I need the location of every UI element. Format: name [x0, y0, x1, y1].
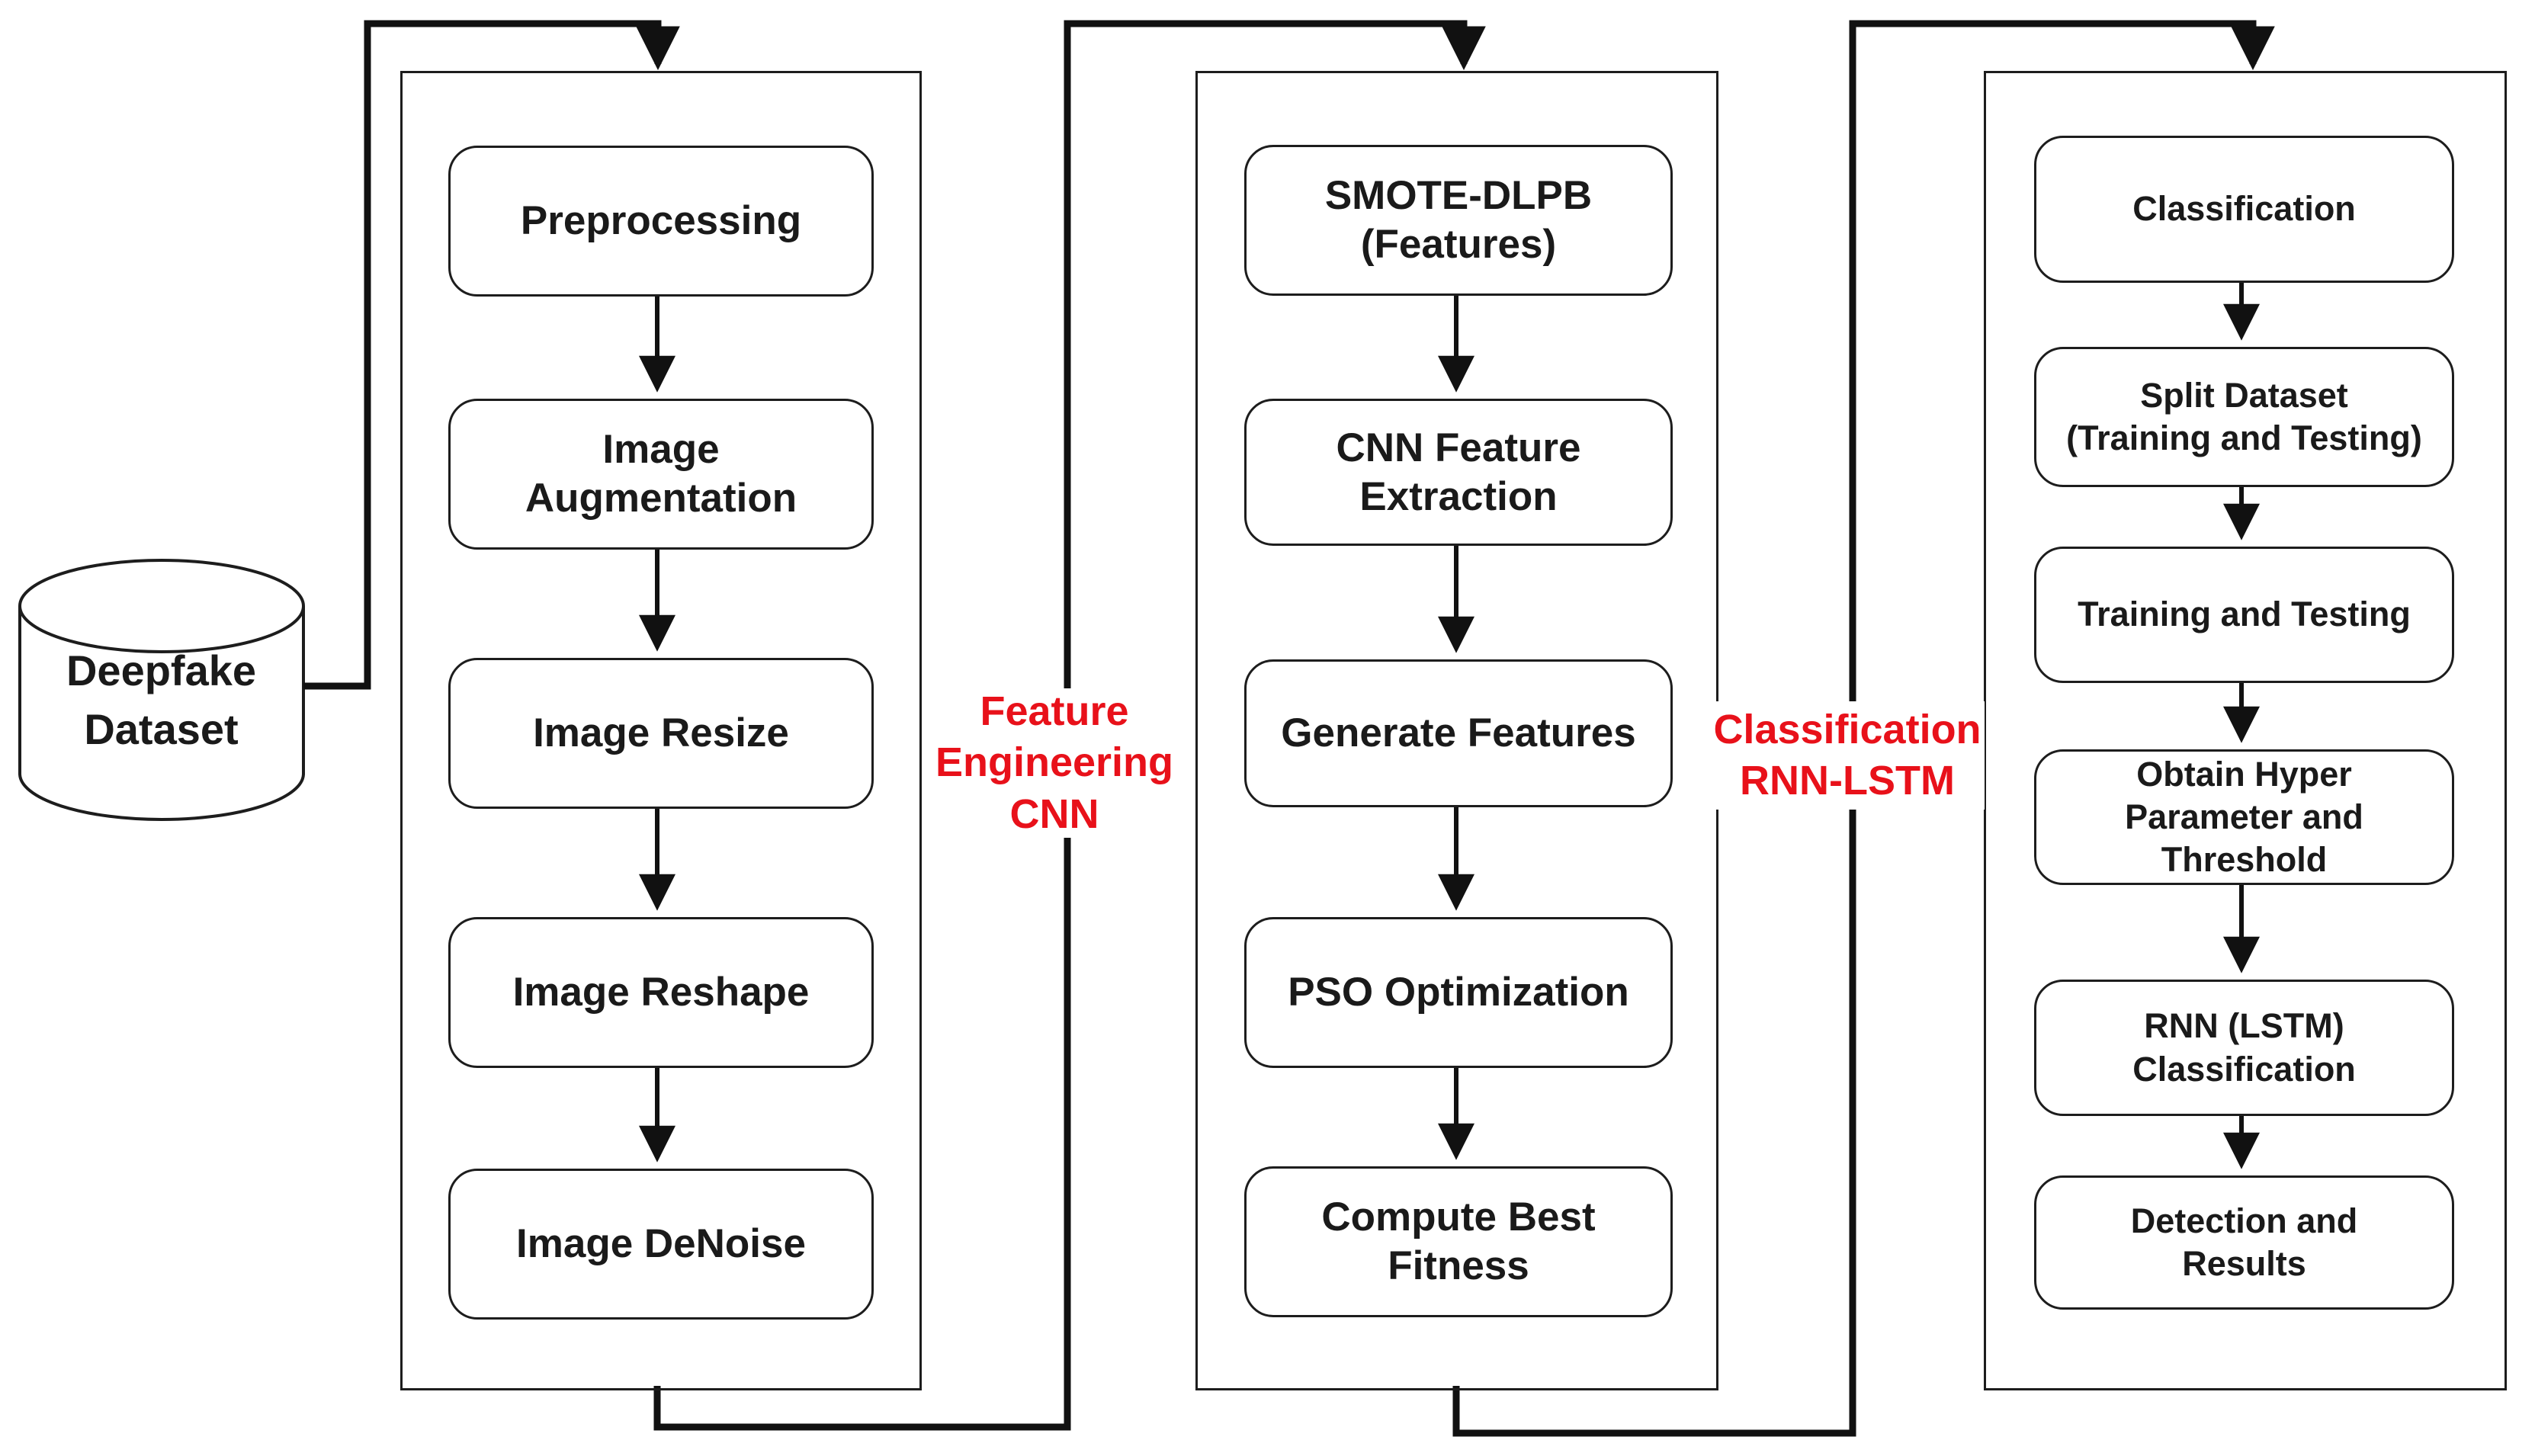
- stage-container-classification: [1984, 71, 2507, 1390]
- flow-box-smote-dlpb: SMOTE-DLPB (Features): [1244, 145, 1673, 296]
- flow-box-pso-optimization: PSO Optimization: [1244, 917, 1673, 1068]
- flow-box-rnn-lstm-classification: RNN (LSTM) Classification: [2034, 980, 2454, 1116]
- flow-box-image-reshape: Image Reshape: [448, 917, 874, 1068]
- flow-box-obtain-hyper-parameter: Obtain Hyper Parameter and Threshold: [2034, 749, 2454, 885]
- flow-box-classification: Classification: [2034, 136, 2454, 283]
- flow-box-image-resize: Image Resize: [448, 658, 874, 809]
- connector-dataset-to-preprocessing: [303, 20, 680, 690]
- edge-label-feature-engineering-cnn: Feature Engineering CNN: [925, 688, 1184, 838]
- flow-box-generate-features: Generate Features: [1244, 659, 1673, 807]
- flow-box-compute-best-fitness: Compute Best Fitness: [1244, 1166, 1673, 1317]
- flow-box-training-and-testing: Training and Testing: [2034, 547, 2454, 683]
- flow-box-detection-and-results: Detection and Results: [2034, 1175, 2454, 1310]
- dataset-cylinder-shape: [18, 559, 305, 821]
- flow-box-image-augmentation: Image Augmentation: [448, 399, 874, 550]
- stage-container-preprocessing: [400, 71, 922, 1390]
- flow-box-preprocessing: Preprocessing: [448, 146, 874, 297]
- edge-label-classification-rnn-lstm: Classification RNN-LSTM: [1710, 701, 1985, 810]
- flow-box-split-dataset: Split Dataset (Training and Testing): [2034, 347, 2454, 487]
- dataset-label: Deepfake Dataset: [66, 646, 257, 753]
- flow-box-cnn-feature-extraction: CNN Feature Extraction: [1244, 399, 1673, 546]
- flow-box-image-denoise: Image DeNoise: [448, 1169, 874, 1320]
